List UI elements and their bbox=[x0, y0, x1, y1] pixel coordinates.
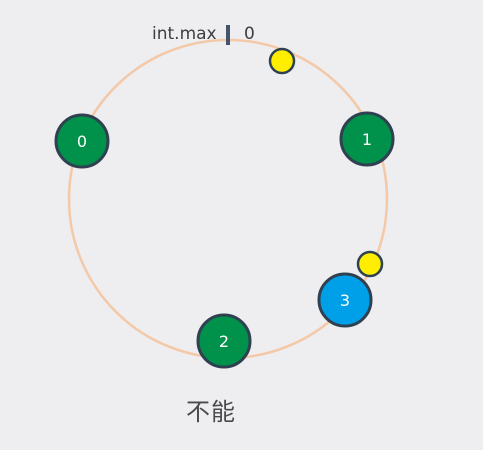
server-node-1: 1 bbox=[339, 111, 395, 167]
ring-label-int-max: int.max bbox=[152, 24, 217, 44]
server-node-2: 2 bbox=[196, 313, 252, 369]
diagram-caption: 不能 bbox=[186, 398, 236, 426]
new-server-node-label: 3 bbox=[340, 291, 350, 310]
server-node-0: 0 bbox=[54, 113, 110, 169]
server-node-1-label: 1 bbox=[362, 130, 372, 149]
server-node-0-label: 0 bbox=[77, 132, 87, 151]
ring-origin-divider bbox=[226, 25, 230, 45]
ring-label-zero: 0 bbox=[244, 24, 255, 44]
key-marker bbox=[356, 250, 384, 278]
new-server-node-3: 3 bbox=[317, 272, 373, 328]
key-marker bbox=[268, 47, 296, 75]
server-node-2-label: 2 bbox=[219, 332, 229, 351]
